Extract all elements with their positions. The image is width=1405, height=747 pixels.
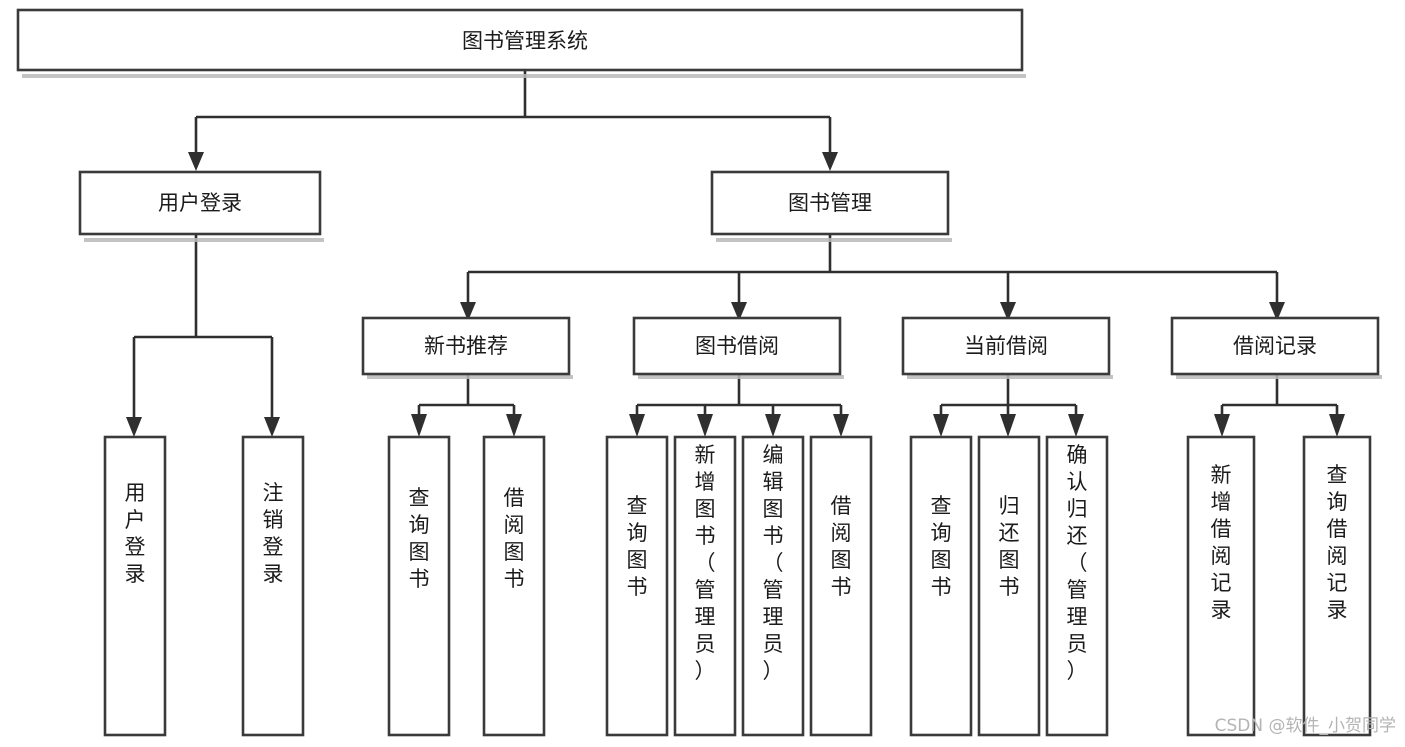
leaf-book-borrow-edit[interactable]: 编辑图书（管理员） bbox=[741, 435, 805, 737]
leaf-current-borrow-query[interactable]: 查询图书 bbox=[909, 435, 973, 737]
leaf-book-borrow-add-box[interactable] bbox=[673, 435, 737, 737]
leaf-user-login-login[interactable]: 用户登录 bbox=[103, 435, 167, 737]
leaf-current-borrow-query-box[interactable] bbox=[909, 435, 973, 737]
node-root-label: 图书管理系统 bbox=[462, 29, 588, 53]
leaf-current-borrow-query-label: 查询图书 bbox=[931, 494, 952, 599]
node-user-login-label: 用户登录 bbox=[158, 191, 242, 215]
leaf-current-borrow-confirm[interactable]: 确认归还（管理员） bbox=[1045, 435, 1109, 737]
node-root-shadow bbox=[22, 74, 1026, 78]
arrow-head-bb-leaf-3 bbox=[833, 414, 849, 437]
node-current-borrow-label: 当前借阅 bbox=[964, 334, 1048, 358]
node-user-login-shadow bbox=[84, 238, 324, 242]
arrow-head-bb-leaf-1 bbox=[697, 414, 713, 437]
leaf-borrow-record-query[interactable]: 查询借阅记录 bbox=[1302, 435, 1372, 737]
node-current-borrow[interactable]: 当前借阅 bbox=[901, 316, 1113, 379]
node-user-login-box[interactable] bbox=[78, 170, 322, 236]
leaf-new-book-rec-query-label: 查询图书 bbox=[409, 486, 430, 591]
leaf-book-borrow-borrow[interactable]: 借阅图书 bbox=[809, 435, 873, 737]
watermark-label: CSDN @软件_小贺同学 bbox=[1215, 716, 1396, 736]
node-book-manage[interactable]: 图书管理 bbox=[710, 170, 952, 242]
node-new-book-rec-box[interactable] bbox=[361, 316, 571, 376]
leaf-new-book-rec-query[interactable]: 查询图书 bbox=[387, 435, 451, 737]
leaf-book-borrow-query-label: 查询图书 bbox=[627, 494, 648, 599]
leaf-borrow-record-add[interactable]: 新增借阅记录 bbox=[1186, 435, 1256, 737]
leaf-book-borrow-borrow-label: 借阅图书 bbox=[831, 494, 852, 599]
node-book-borrow-box[interactable] bbox=[632, 316, 842, 376]
leaf-new-book-rec-borrow[interactable]: 借阅图书 bbox=[482, 435, 546, 737]
arrow-head-book-manage bbox=[822, 152, 838, 171]
node-new-book-rec-shadow bbox=[367, 375, 573, 379]
node-borrow-record[interactable]: 借阅记录 bbox=[1170, 316, 1382, 379]
leaf-book-borrow-query-box[interactable] bbox=[605, 435, 669, 737]
arrow-head-bb-leaf-2 bbox=[765, 414, 781, 437]
leaf-book-borrow-add-label: 新增图书（管理员） bbox=[695, 443, 716, 683]
node-current-borrow-shadow bbox=[907, 375, 1113, 379]
leaf-user-login-logout[interactable]: 注销登录 bbox=[241, 435, 305, 737]
arrow-head-cb-leaf-0 bbox=[933, 414, 949, 437]
node-book-borrow-label: 图书借阅 bbox=[695, 334, 779, 358]
node-root-box[interactable] bbox=[16, 8, 1024, 72]
arrow-head-new-book-rec bbox=[460, 302, 476, 321]
leaf-book-borrow-query[interactable]: 查询图书 bbox=[605, 435, 669, 737]
leaf-new-book-rec-query-box[interactable] bbox=[387, 435, 451, 737]
leaf-book-borrow-edit-label: 编辑图书（管理员） bbox=[763, 443, 784, 683]
leaf-borrow-record-query-box[interactable] bbox=[1302, 435, 1372, 737]
node-book-manage-shadow bbox=[716, 238, 952, 242]
leaf-new-book-rec-borrow-label: 借阅图书 bbox=[504, 486, 525, 591]
leaf-user-login-logout-label: 注销登录 bbox=[263, 481, 284, 586]
arrow-head-current-borrow bbox=[1000, 302, 1016, 321]
node-current-borrow-box[interactable] bbox=[901, 316, 1111, 376]
leaf-new-book-rec-borrow-box[interactable] bbox=[482, 435, 546, 737]
node-borrow-record-box[interactable] bbox=[1170, 316, 1380, 376]
arrow-head-borrow-record bbox=[1269, 302, 1285, 321]
leaf-current-borrow-return-label: 归还图书 bbox=[999, 494, 1020, 599]
leaf-book-borrow-borrow-box[interactable] bbox=[809, 435, 873, 737]
arrow-head-user-login bbox=[188, 152, 204, 171]
leaf-user-login-login-box[interactable] bbox=[103, 435, 167, 737]
node-borrow-record-shadow bbox=[1176, 375, 1382, 379]
node-root[interactable]: 图书管理系统 bbox=[16, 8, 1026, 78]
arrow-head-cb-leaf-1 bbox=[1000, 414, 1016, 437]
node-book-borrow[interactable]: 图书借阅 bbox=[632, 316, 844, 379]
leaf-borrow-record-query-label: 查询借阅记录 bbox=[1327, 463, 1348, 622]
node-borrow-record-label: 借阅记录 bbox=[1233, 334, 1317, 358]
arrow-head-nbr-leaf-0 bbox=[411, 414, 427, 437]
node-new-book-rec[interactable]: 新书推荐 bbox=[361, 316, 573, 379]
node-book-manage-label: 图书管理 bbox=[788, 191, 872, 215]
arrow-head-br-leaf-1 bbox=[1329, 414, 1345, 437]
leaf-book-borrow-add[interactable]: 新增图书（管理员） bbox=[673, 435, 737, 737]
arrow-head-book-borrow bbox=[731, 302, 747, 321]
node-book-manage-box[interactable] bbox=[710, 170, 950, 236]
leaf-borrow-record-add-label: 新增借阅记录 bbox=[1211, 463, 1232, 622]
arrow-head-bb-leaf-0 bbox=[629, 414, 645, 437]
leaf-current-borrow-confirm-label: 确认归还（管理员） bbox=[1067, 443, 1088, 683]
arrow-head-nbr-leaf-1 bbox=[506, 414, 522, 437]
leaf-borrow-record-add-box[interactable] bbox=[1186, 435, 1256, 737]
leaf-current-borrow-return[interactable]: 归还图书 bbox=[977, 435, 1041, 737]
arrow-head-br-leaf-0 bbox=[1214, 414, 1230, 437]
leaf-current-borrow-return-box[interactable] bbox=[977, 435, 1041, 737]
node-user-login[interactable]: 用户登录 bbox=[78, 170, 324, 242]
arrow-head-leaf-logout bbox=[264, 417, 280, 437]
leaf-user-login-login-label: 用户登录 bbox=[125, 481, 146, 586]
leaf-user-login-logout-box[interactable] bbox=[241, 435, 305, 737]
leaf-current-borrow-confirm-box[interactable] bbox=[1045, 435, 1109, 737]
connector-layer bbox=[126, 70, 1345, 437]
node-book-borrow-shadow bbox=[638, 375, 844, 379]
leaf-book-borrow-edit-box[interactable] bbox=[741, 435, 805, 737]
node-new-book-rec-label: 新书推荐 bbox=[424, 334, 508, 358]
arrow-head-leaf-user-login bbox=[126, 417, 142, 437]
arrow-head-cb-leaf-2 bbox=[1068, 414, 1084, 437]
